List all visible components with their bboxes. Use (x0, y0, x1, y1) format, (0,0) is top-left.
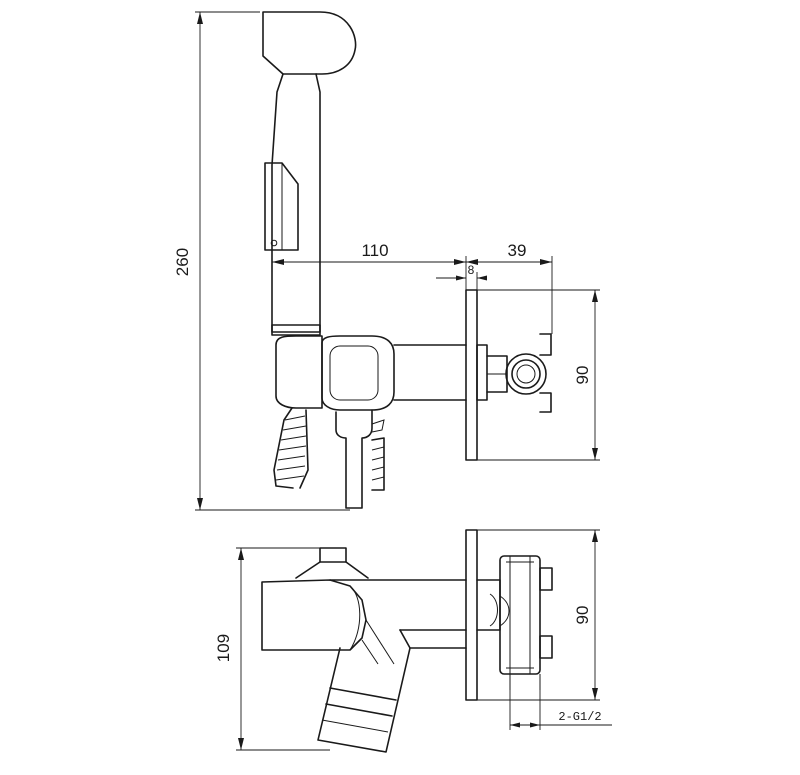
hose-right (299, 409, 309, 489)
dim-109-arrow-top (238, 548, 244, 560)
diagonal-outlet (317, 647, 411, 753)
dim-8-arrow-right (477, 275, 487, 281)
holder-face (329, 345, 379, 401)
holder-block (321, 335, 395, 411)
dim-260-arrow-top (197, 12, 203, 24)
connector-bore (516, 364, 536, 384)
arm-lower (399, 629, 467, 649)
trigger-lever (264, 162, 299, 251)
connector-inner-ring (511, 359, 541, 389)
valve-handle-tab (371, 419, 385, 433)
dim-90a-label: 90 (573, 366, 592, 385)
thread-arrow-left (510, 722, 520, 728)
top-dimensions: 260 110 39 8 90 (173, 11, 600, 511)
cross-tab-top (539, 567, 553, 591)
dim-110-label: 110 (361, 241, 388, 260)
handle-ring (271, 324, 321, 336)
top-view (262, 11, 552, 509)
thread-size-label: 2-G1/2 (558, 710, 601, 724)
wall-plate-top (465, 289, 478, 461)
dim-260-label: 260 (173, 248, 192, 276)
thread-arrow-right (530, 722, 540, 728)
dim-109-label: 109 (214, 634, 233, 662)
top-nozzle-flare (295, 561, 369, 579)
mixer-body (261, 579, 367, 651)
dim-8-arrow-left (456, 275, 466, 281)
cross-curve-left (489, 593, 498, 627)
cross-connector (476, 579, 501, 631)
dim-90b-arrow-bottom (592, 688, 598, 700)
dim-260-arrow-bottom (197, 498, 203, 510)
hose-left (273, 407, 294, 489)
cross-body (499, 555, 541, 675)
dim-8-label: 8 (468, 263, 475, 277)
dim-110-arrow-left (272, 259, 284, 265)
bottom-dimensions: 109 90 2-G1/2 (214, 529, 612, 751)
valve-grip-ridges (371, 446, 385, 481)
connector-bottom-tab (539, 392, 552, 413)
wall-connector (476, 344, 488, 401)
dim-109-arrow-bottom (238, 738, 244, 750)
shower-handle (271, 73, 321, 333)
dim-39-arrow-left (466, 259, 478, 265)
top-nozzle (319, 547, 347, 563)
outlet-ring-bottom (325, 703, 393, 717)
outlet-inner-lines (361, 619, 395, 665)
connector-body (486, 355, 508, 393)
body-curve (349, 585, 361, 651)
valve-grip (371, 437, 385, 491)
cross-tab-bottom (539, 635, 553, 659)
outlet-ring-lower (321, 719, 389, 733)
dim-39-label: 39 (508, 241, 527, 260)
holder-body (275, 335, 323, 409)
valve-stem (335, 409, 373, 509)
dim-90a-arrow-top (592, 290, 598, 302)
shower-head (262, 11, 357, 75)
dim-90b-label: 90 (573, 606, 592, 625)
dim-90b-arrow-top (592, 530, 598, 542)
dim-90a-arrow-bottom (592, 448, 598, 460)
dim-110-arrow-right (454, 259, 466, 265)
wall-plate-bottom (465, 529, 478, 701)
outlet-ring-top (329, 687, 397, 701)
bottom-view (261, 529, 553, 753)
trigger-pin (270, 239, 278, 247)
connector-top-tab (539, 333, 552, 356)
cross-curve-mid (499, 595, 510, 627)
hose-ridges (275, 415, 307, 481)
dim-39-arrow-right (540, 259, 552, 265)
